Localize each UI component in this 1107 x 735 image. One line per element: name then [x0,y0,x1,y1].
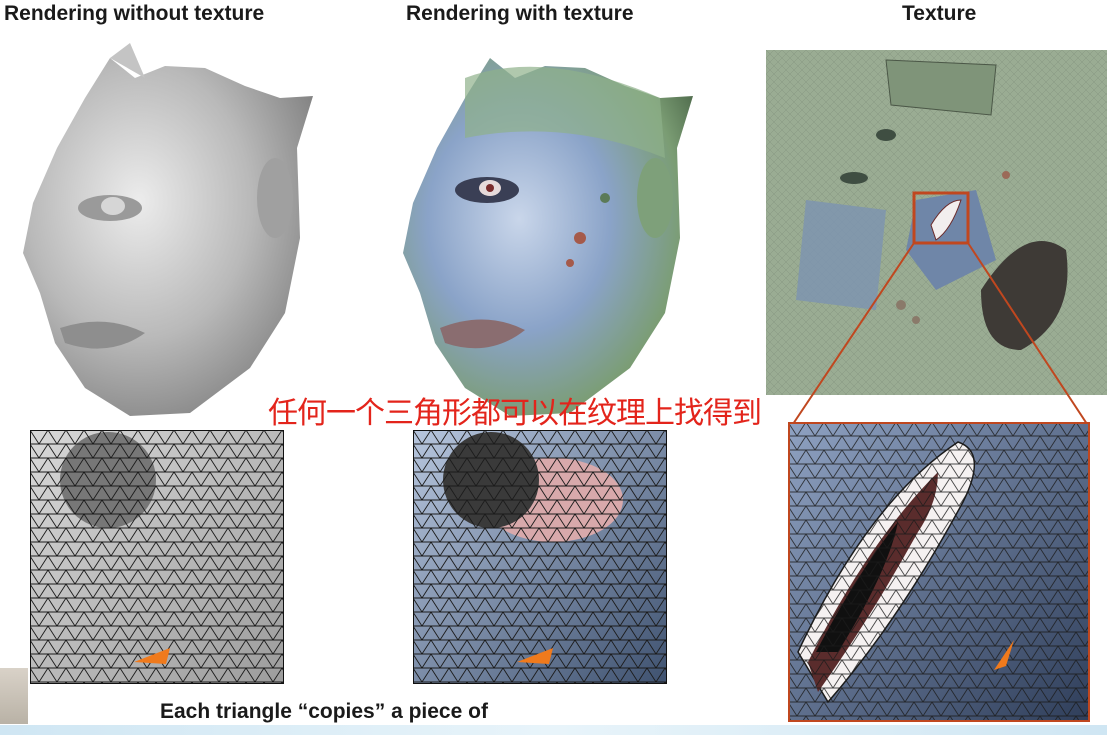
overlay-subtitle: 任何一个三角形都可以在纹理上找得到 [268,396,762,431]
highlight-triangle [517,648,553,664]
mesh-zoom-untextured [30,430,284,684]
highlight-triangle [134,648,170,664]
title-without-texture: Rendering without texture [4,2,265,25]
caption: Each triangle “copies” a piece of [160,700,488,723]
texture-zoom [788,422,1090,722]
title-with-texture: Rendering with texture [406,2,634,25]
side-thumbnail [0,668,28,724]
texture-callout-box [912,191,970,245]
texture-map [766,50,1107,395]
title-texture: Texture [902,2,977,25]
head-render-textured [395,38,725,428]
head-render-untextured [15,38,345,428]
highlight-triangle [994,640,1014,670]
mesh-zoom-textured [413,430,667,684]
bottom-band [0,725,1107,735]
